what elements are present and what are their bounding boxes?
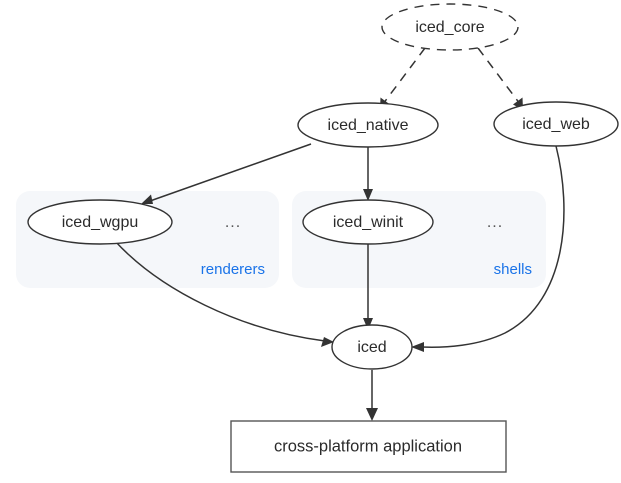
edge-iced-core-to-iced-native xyxy=(380,47,426,110)
node-iced-web[interactable]: iced_web xyxy=(493,101,619,147)
edge-iced-wgpu-to-iced xyxy=(114,240,334,347)
arrow-head xyxy=(411,342,424,352)
edge-iced-core-to-iced-web xyxy=(477,47,523,110)
node-label-iced-winit: iced_winit xyxy=(333,214,404,231)
node-label-iced-core: iced_core xyxy=(415,19,484,36)
node-label-application: cross-platform application xyxy=(274,437,462,455)
node-cross-platform-application[interactable]: cross-platform application xyxy=(230,420,507,473)
node-iced-native[interactable]: iced_native xyxy=(297,102,439,148)
edge-line xyxy=(382,47,426,105)
node-shape[interactable] xyxy=(381,3,519,51)
node-shape[interactable] xyxy=(331,324,413,370)
cluster-shells-ellipsis: ... xyxy=(487,214,503,231)
edge-line xyxy=(149,143,312,202)
arrow-head xyxy=(363,189,373,201)
cluster-shells-label: shells xyxy=(494,261,532,278)
node-iced-core[interactable]: iced_core xyxy=(381,3,519,51)
edge-line xyxy=(477,47,521,105)
node-shape[interactable] xyxy=(297,102,439,148)
edge-line xyxy=(420,145,565,348)
node-iced[interactable]: iced xyxy=(331,324,413,370)
node-shape[interactable] xyxy=(302,199,434,245)
node-label-iced-native: iced_native xyxy=(328,117,409,134)
edge-iced-native-to-iced-winit xyxy=(363,147,373,201)
edge-iced-native-to-iced-wgpu xyxy=(141,143,312,204)
arrow-head xyxy=(363,318,373,330)
node-iced-winit[interactable]: iced_winit xyxy=(302,199,434,245)
node-shape[interactable] xyxy=(230,420,507,473)
node-shape[interactable] xyxy=(493,101,619,147)
edge-iced-to-application xyxy=(366,370,378,421)
node-label-iced-web: iced_web xyxy=(522,116,590,133)
node-label-iced: iced xyxy=(357,339,386,356)
cluster-renderers-ellipsis: ... xyxy=(225,214,241,231)
arrow-head xyxy=(366,408,378,421)
edge-iced-web-to-iced xyxy=(411,145,565,352)
edge-iced-winit-to-iced xyxy=(363,242,373,330)
node-label-iced-wgpu: iced_wgpu xyxy=(62,214,139,231)
arrow-head xyxy=(141,194,153,204)
arrow-head xyxy=(321,337,334,347)
cluster-renderers-label: renderers xyxy=(201,261,265,278)
edge-line xyxy=(114,240,326,342)
node-iced-wgpu[interactable]: iced_wgpu xyxy=(27,199,173,245)
node-shape[interactable] xyxy=(27,199,173,245)
